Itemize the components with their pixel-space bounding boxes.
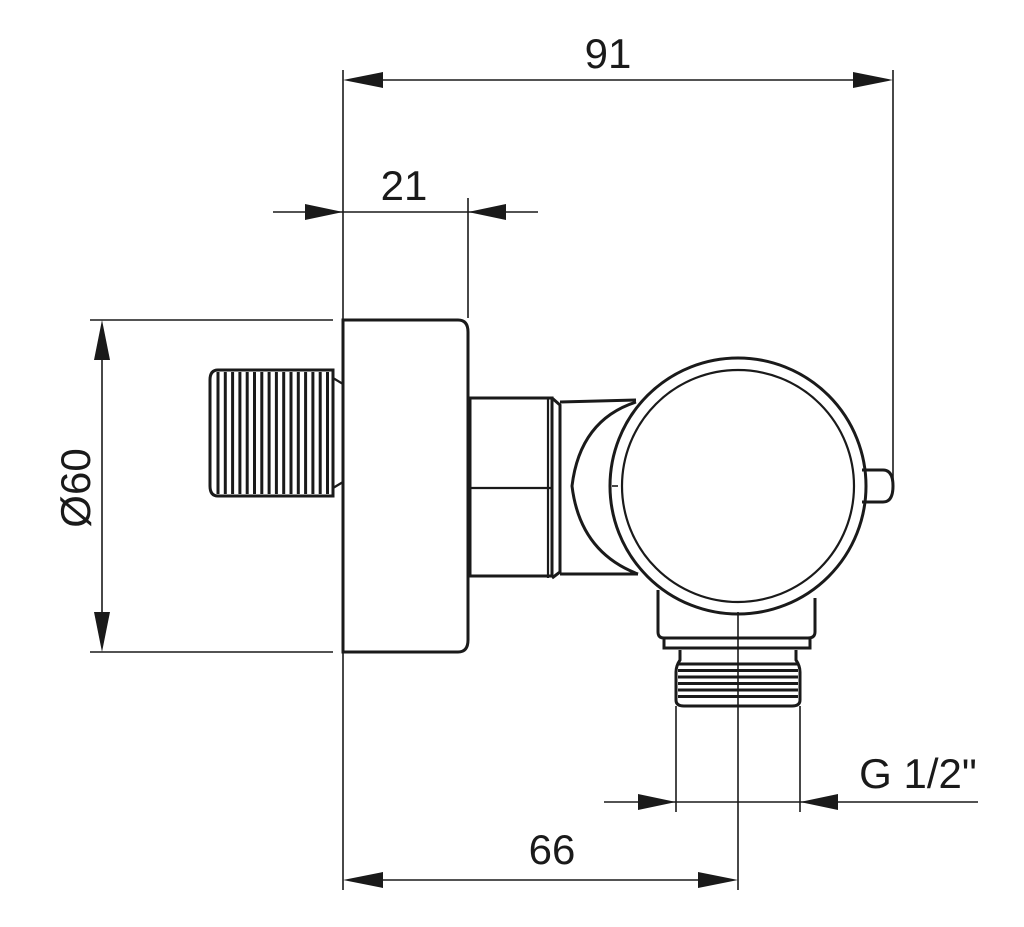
outlet-housing — [656, 590, 817, 890]
dimension-66: 66 — [343, 826, 738, 888]
dimension-diameter: Ø60 — [52, 319, 333, 653]
dimension-diameter-label: Ø60 — [52, 448, 99, 527]
rear-thread — [208, 368, 344, 498]
dimension-thread: G 1/2" — [604, 706, 978, 812]
body-neck — [468, 396, 639, 580]
dimension-66-label: 66 — [529, 826, 576, 873]
dimension-21-label: 21 — [381, 162, 428, 209]
dimension-91-label: 91 — [585, 30, 632, 77]
thread-lines — [678, 662, 798, 698]
valve-head — [608, 356, 895, 616]
dimension-91: 91 — [342, 30, 894, 480]
outlet-thread — [674, 650, 802, 708]
wall-flange — [341, 310, 470, 890]
dimension-thread-label: G 1/2" — [859, 750, 977, 797]
dimension-21: 21 — [273, 162, 538, 318]
thread-lines — [216, 372, 329, 494]
